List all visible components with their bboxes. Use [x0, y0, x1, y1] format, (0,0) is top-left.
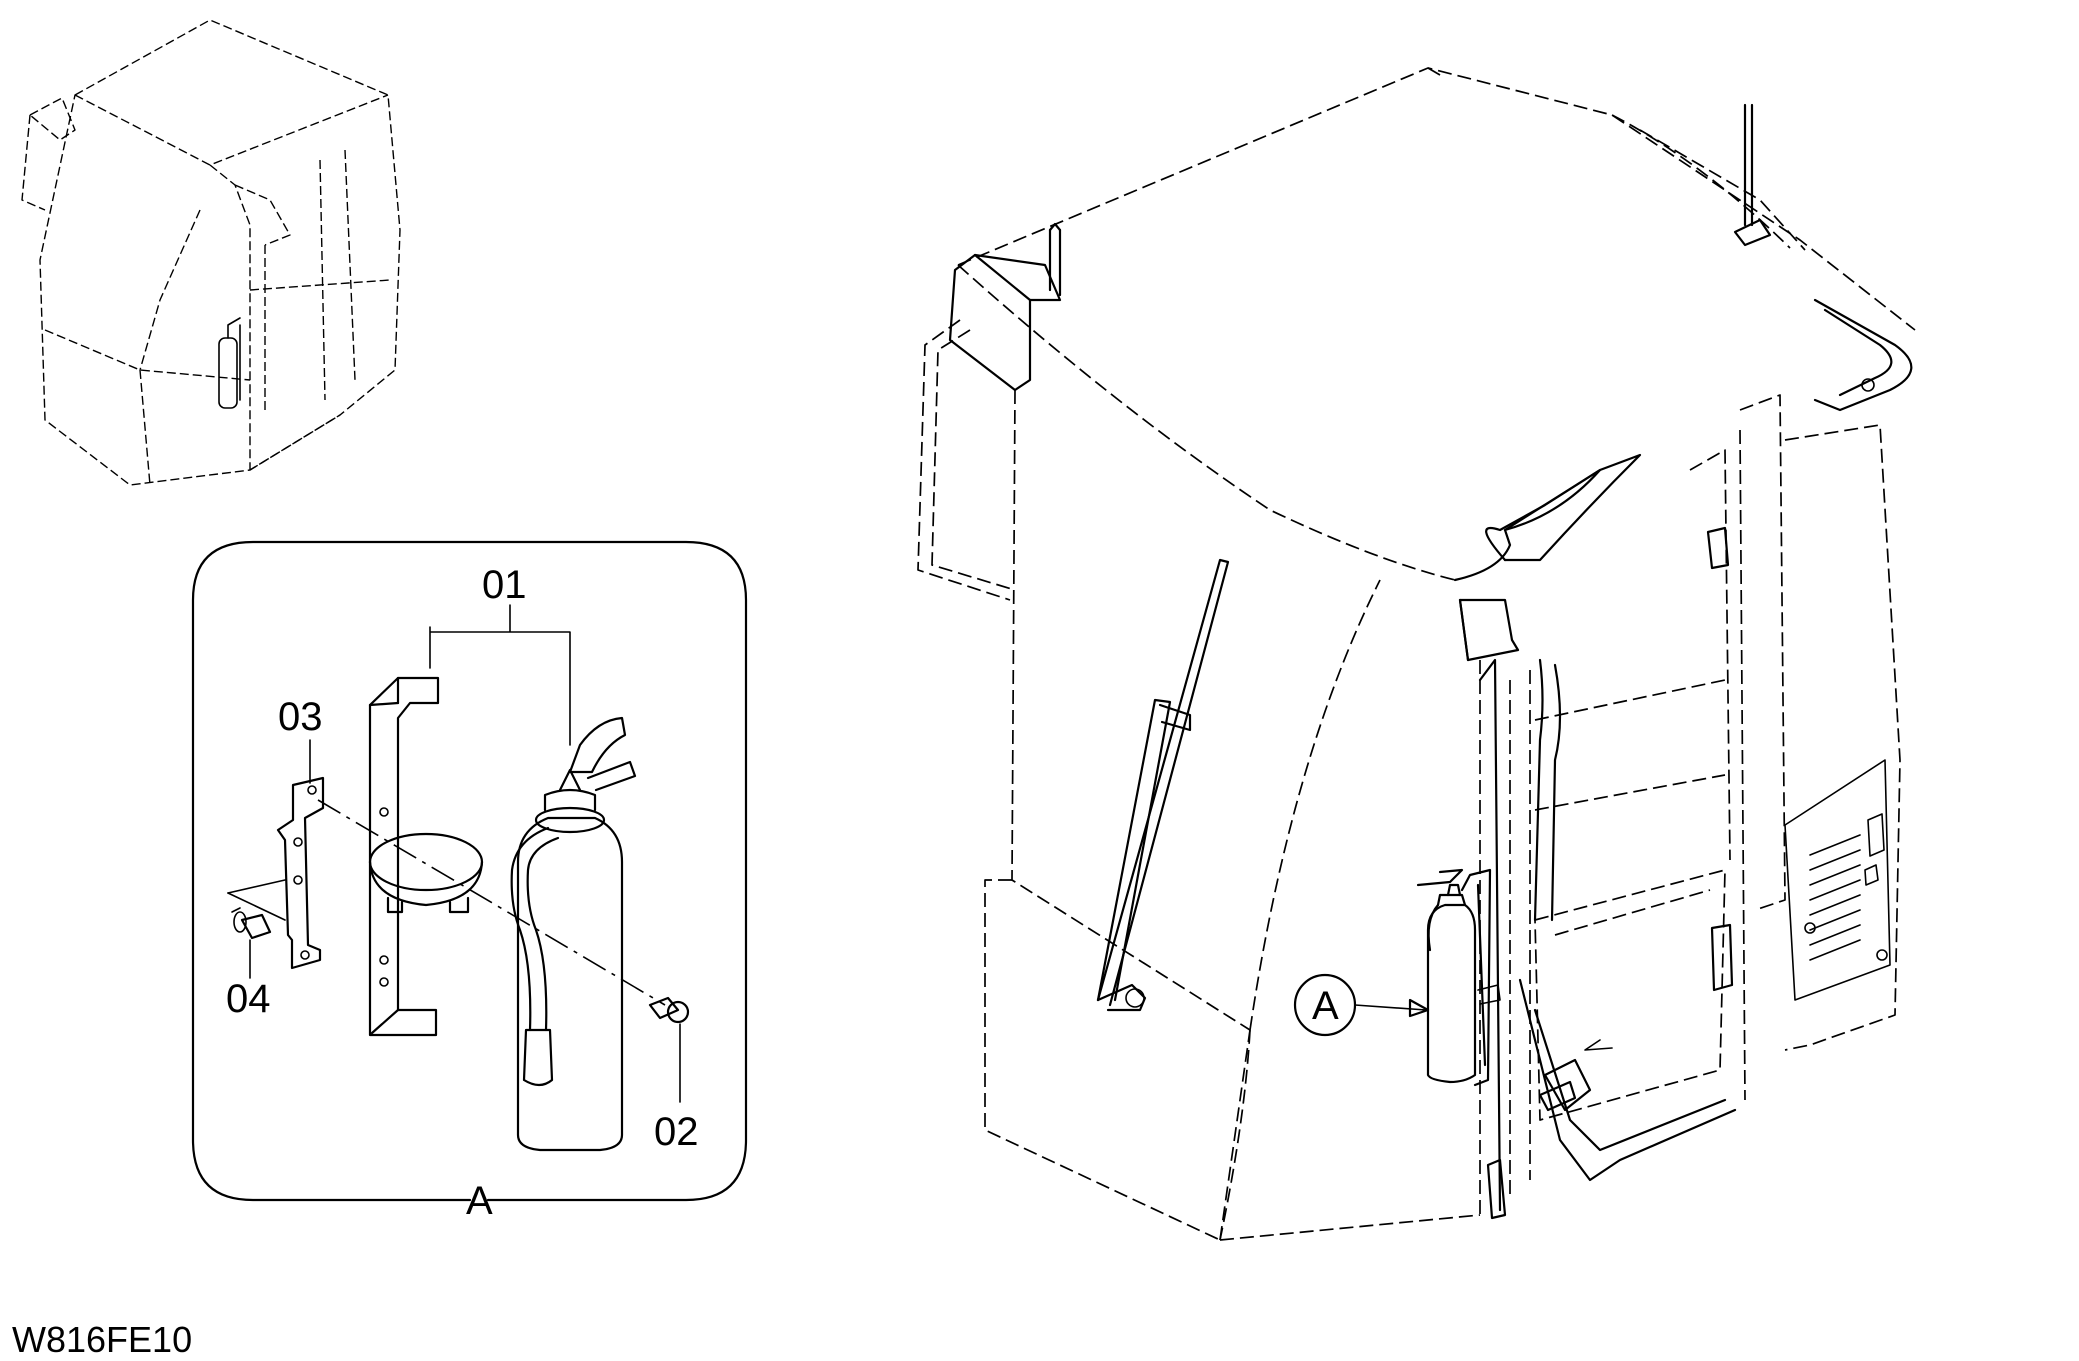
detail-a: 01 03 04 02 A	[191, 540, 748, 1223]
overview-extinguisher	[218, 317, 241, 409]
callout-a: A	[1312, 984, 1339, 1028]
detail-label-a: A	[466, 1179, 493, 1223]
callout-02: 02	[654, 1110, 699, 1154]
bolt-02	[648, 996, 690, 1024]
cab-extinguisher	[1416, 868, 1501, 1087]
overview-cab	[21, 19, 401, 486]
bolt-04	[231, 907, 272, 940]
drawing-code: W816FE10	[12, 1319, 192, 1360]
grille	[1784, 759, 1891, 1001]
mounting-plate	[276, 776, 325, 970]
wiper	[1096, 558, 1230, 1012]
main-cab: A	[917, 67, 1916, 1241]
holder-bracket	[368, 676, 484, 1037]
callout-03: 03	[278, 695, 323, 739]
fire-extinguisher	[510, 716, 637, 1152]
callout-04: 04	[226, 977, 271, 1021]
callout-01: 01	[482, 563, 527, 607]
